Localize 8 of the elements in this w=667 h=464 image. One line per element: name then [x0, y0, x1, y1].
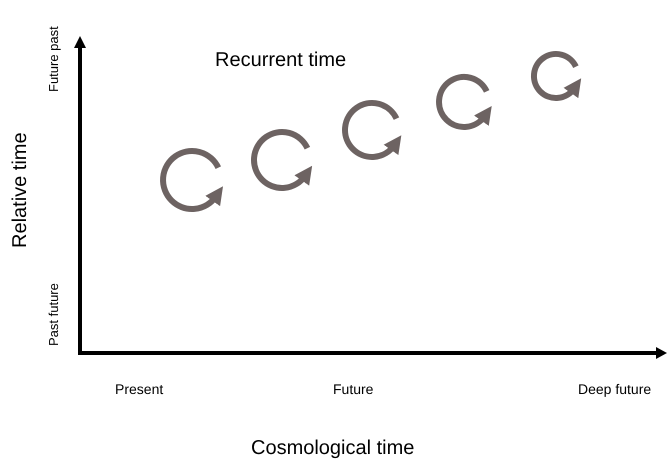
axis-end-label: Past future	[47, 283, 60, 346]
axis-end-label: Future past	[47, 26, 60, 92]
plot-annotation: Recurrent time	[215, 50, 346, 70]
axis-tick-label: Deep future	[578, 382, 652, 396]
axis-title: Cosmological time	[251, 438, 414, 458]
axis-title: Relative time	[10, 132, 30, 248]
axis-tick-label: Present	[115, 382, 164, 396]
axis-tick-label: Future	[333, 382, 374, 396]
